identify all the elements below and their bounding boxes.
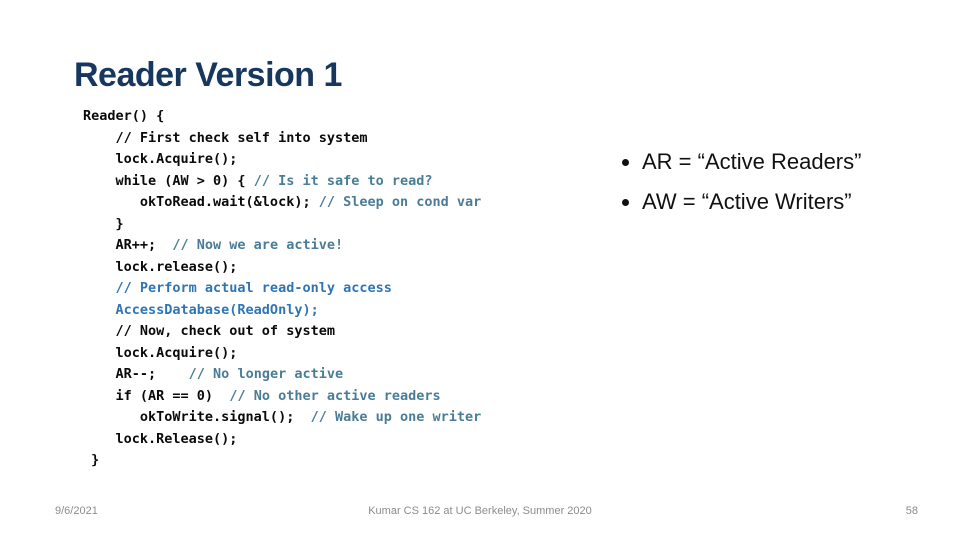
code-segment: AR++; [83,237,173,253]
code-line: while (AW > 0) { // Is it safe to read? [83,171,481,193]
code-segment: lock.release(); [83,258,238,275]
code-segment: lock.Acquire(); [83,151,238,167]
bullet-marker-icon [622,158,629,166]
code-line: // First check self into system [83,128,481,150]
code-segment: // Perform actual read-only access [83,280,392,296]
bullet-label: AR = “Active Readers” [642,149,862,174]
footer-credit: Kumar CS 162 at UC Berkeley, Summer 2020 [368,505,592,517]
code-segment: // No other active readers [229,387,441,404]
page-title: Reader Version 1 [74,56,342,94]
code-line: AR--; // No longer active [83,364,481,386]
code-line: Reader() { [83,106,481,128]
code-line: okToWrite.signal(); // Wake up one write… [83,407,481,429]
code-segment: if (AR == 0) [83,387,230,404]
code-line: } [83,214,481,236]
code-segment: // Now we are active! [172,237,344,253]
code-segment: while (AW > 0) { [83,172,254,189]
bullet-item: AW = “Active Writers” [622,189,861,215]
code-segment: // First check self into system [83,129,368,146]
bullet-label: AW = “Active Writers” [642,189,852,214]
code-line: lock.Acquire(); [83,149,481,171]
code-line: okToRead.wait(&lock); // Sleep on cond v… [83,192,481,214]
bullet-item: AR = “Active Readers” [622,149,861,175]
code-line: } [83,450,481,472]
code-segment: Reader() { [83,108,165,124]
footer-date: 9/6/2021 [55,505,98,517]
footer: 9/6/2021 Kumar CS 162 at UC Berkeley, Su… [0,505,960,521]
code-segment: // Sleep on cond var [318,194,482,210]
code-segment: // Is it safe to read? [253,172,433,189]
code-line: // Now, check out of system [83,321,481,343]
code-line: if (AR == 0) // No other active readers [83,386,481,408]
code-block: Reader() { // First check self into syst… [83,106,481,472]
bullet-list: AR = “Active Readers” AW = “Active Writer… [622,149,861,229]
code-segment: okToWrite.signal(); [83,409,311,425]
code-segment: // Now, check out of system [83,323,335,339]
code-line: AR++; // Now we are active! [83,235,481,257]
code-segment: AR--; [83,366,189,382]
code-line: // Perform actual read-only access [83,278,481,300]
code-segment: okToRead.wait(&lock); [83,194,319,210]
bullet-marker-icon [622,198,629,206]
code-segment: lock.Release(); [83,430,238,447]
code-line: lock.Release(); [83,429,481,451]
code-line: lock.Acquire(); [83,343,481,365]
code-segment: // Wake up one writer [310,409,482,425]
code-segment: } [83,215,124,232]
code-segment: AccessDatabase(ReadOnly); [83,301,319,318]
code-line: AccessDatabase(ReadOnly); [83,300,481,322]
page-number: 58 [905,505,918,517]
code-segment: lock.Acquire(); [83,344,238,361]
code-segment: } [83,452,100,468]
code-segment: // No longer active [188,366,344,382]
code-line: lock.release(); [83,257,481,279]
